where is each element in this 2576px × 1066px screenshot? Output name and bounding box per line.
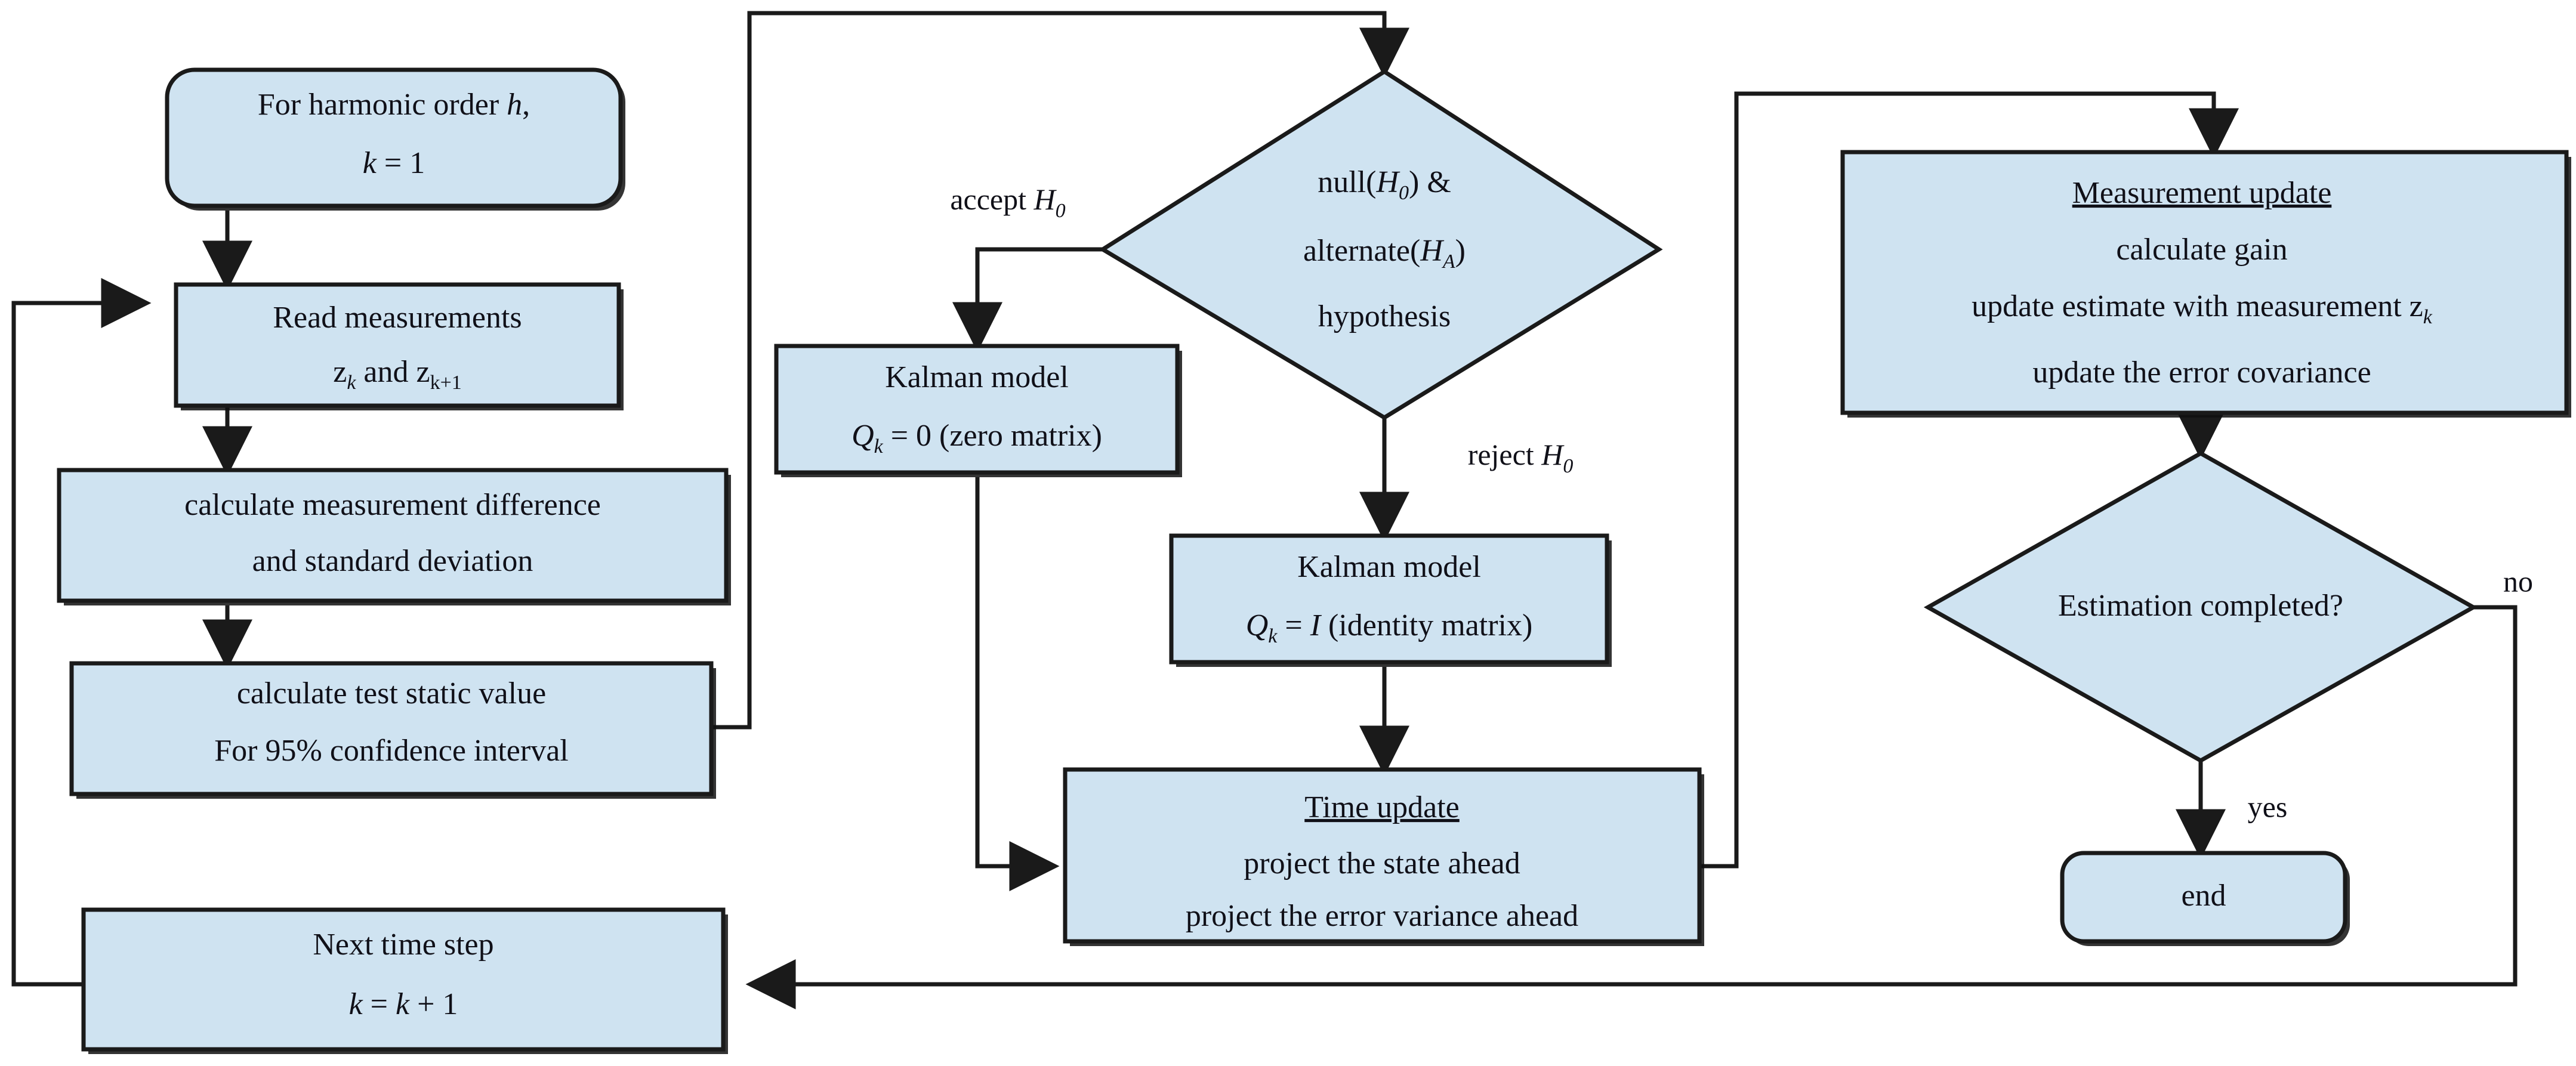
svg-text:k = k + 1: k = k + 1	[349, 987, 458, 1021]
edge-teststatic-to-hypothesis	[711, 11, 1409, 730]
reject-h: H	[1541, 438, 1565, 471]
kalmanid-line2-a: Q	[1246, 608, 1269, 642]
measupdate-heading: Measurement update	[2072, 176, 2332, 210]
hyp-line2-b: H	[1420, 234, 1444, 268]
nextstep-line2-a: k	[349, 987, 363, 1021]
node-hypothesis-decision[interactable]: null(H0) & alternate(HA) hypothesis	[1099, 69, 1663, 421]
svg-text:update estimate with measureme: update estimate with measurement zk	[1972, 289, 2433, 328]
read-line2-sub1: k	[347, 372, 356, 394]
read-line2-sub2: k+1	[430, 372, 462, 394]
kalmanzero-line1: Kalman model	[885, 360, 1069, 394]
accept-h: H	[1034, 183, 1057, 216]
edge-kalmanzero-to-timeupdate	[975, 477, 1060, 891]
hyp-line1-c: ) &	[1409, 165, 1451, 199]
edge-nexttimestep-to-read	[11, 278, 152, 987]
start-line2-b: = 1	[377, 146, 425, 180]
nextstep-line2-d: + 1	[409, 987, 458, 1021]
svg-text:zk and zk+1: zk and zk+1	[333, 355, 462, 394]
read-line2-b: and z	[356, 355, 430, 389]
hyp-line2-sub: A	[1442, 251, 1455, 273]
node-estimation-completed[interactable]: Estimation completed?	[1923, 450, 2478, 764]
edge-estimation-no-to-nexttimestep	[745, 605, 2518, 1009]
node-calc-difference[interactable]: calculate measurement difference and sta…	[57, 468, 731, 605]
hyp-line1-a: null(	[1318, 165, 1376, 199]
nextstep-line2-b: =	[363, 987, 396, 1021]
kalmanid-line2-b: =	[1277, 608, 1310, 642]
svg-text:Qk = 0 (zero matrix): Qk = 0 (zero matrix)	[852, 419, 1102, 458]
edge-label-reject-h0: reject H0	[1468, 438, 1574, 477]
read-line1: Read measurements	[273, 301, 522, 335]
node-kalman-zero[interactable]: Kalman model Qk = 0 (zero matrix)	[774, 344, 1182, 477]
node-kalman-identity[interactable]: Kalman model Qk = I (identity matrix)	[1169, 533, 1612, 667]
kalmanid-line2-sub: k	[1268, 625, 1278, 647]
kalmanzero-line2-a: Q	[852, 419, 874, 453]
svg-text:alternate(HA): alternate(HA)	[1303, 234, 1466, 273]
measupdate-line3-a: update estimate with measurement z	[1972, 289, 2423, 323]
node-next-time-step[interactable]: Next time step k = k + 1	[81, 907, 728, 1054]
hyp-line1-sub: 0	[1399, 182, 1409, 204]
calcdiff-line1: calculate measurement difference	[184, 488, 601, 522]
estimation-label: Estimation completed?	[2058, 589, 2343, 623]
start-line1-a: For harmonic order	[258, 88, 507, 122]
hyp-line2-c: )	[1455, 234, 1466, 268]
timeupdate-heading: Time update	[1304, 790, 1460, 824]
nextstep-line2-c: k	[396, 987, 410, 1021]
svg-text:For harmonic order h,: For harmonic order h,	[258, 88, 530, 122]
node-start[interactable]: For harmonic order h, k = 1	[165, 67, 625, 211]
svg-text:k = 1: k = 1	[363, 146, 425, 180]
node-calc-test-static[interactable]: calculate test static value For 95% conf…	[69, 661, 716, 799]
start-line2-a: k	[363, 146, 377, 180]
kalmanzero-line2-b: = 0 (zero matrix)	[883, 419, 1102, 453]
measupdate-line3-sub: k	[2423, 306, 2433, 328]
kalmanid-line2-d: (identity matrix)	[1321, 608, 1532, 642]
hyp-line1-b: H	[1375, 165, 1400, 199]
edge-accept-to-kalmanzero	[952, 247, 1103, 353]
node-time-update[interactable]: Time update project the state ahead proj…	[1063, 767, 1704, 946]
node-measurement-update[interactable]: Measurement update calculate gain update…	[1840, 150, 2571, 418]
svg-text:Qk = I (identity matrix): Qk = I (identity matrix)	[1246, 608, 1533, 647]
node-read-measurements[interactable]: Read measurements zk and zk+1	[174, 282, 624, 410]
end-label: end	[2181, 879, 2226, 913]
svg-text:null(H0) &: null(H0) &	[1318, 165, 1451, 204]
teststatic-line1: calculate test static value	[237, 676, 546, 710]
accept-text: accept	[950, 183, 1034, 216]
kalmanid-line1: Kalman model	[1297, 550, 1481, 584]
reject-sub: 0	[1563, 455, 1573, 477]
accept-sub: 0	[1056, 200, 1066, 222]
edge-label-no: no	[2503, 564, 2533, 598]
calcdiff-line2: and standard deviation	[252, 544, 533, 578]
kalmanid-line2-c: I	[1310, 608, 1322, 642]
reject-text: reject	[1468, 438, 1542, 471]
start-line1-c: ,	[522, 88, 530, 122]
timeupdate-line3: project the error variance ahead	[1186, 899, 1578, 933]
read-line2-a: z	[333, 355, 347, 389]
edge-timeupdate-to-measurementupdate	[1699, 91, 2239, 869]
edge-label-accept-h0: accept H0	[950, 183, 1065, 221]
timeupdate-line2: project the state ahead	[1244, 846, 1520, 880]
edge-label-yes: yes	[2248, 790, 2288, 823]
hyp-line2-a: alternate(	[1303, 234, 1420, 268]
measupdate-line2: calculate gain	[2116, 233, 2287, 267]
nextstep-line1: Next time step	[313, 928, 493, 962]
teststatic-line2: For 95% confidence interval	[214, 734, 568, 768]
hyp-line3: hypothesis	[1318, 299, 1451, 333]
measupdate-line4: update the error covariance	[2032, 356, 2371, 390]
node-end[interactable]: end	[2060, 851, 2350, 946]
kalmanzero-line2-sub: k	[874, 435, 884, 458]
start-line1-b: h	[507, 88, 522, 122]
